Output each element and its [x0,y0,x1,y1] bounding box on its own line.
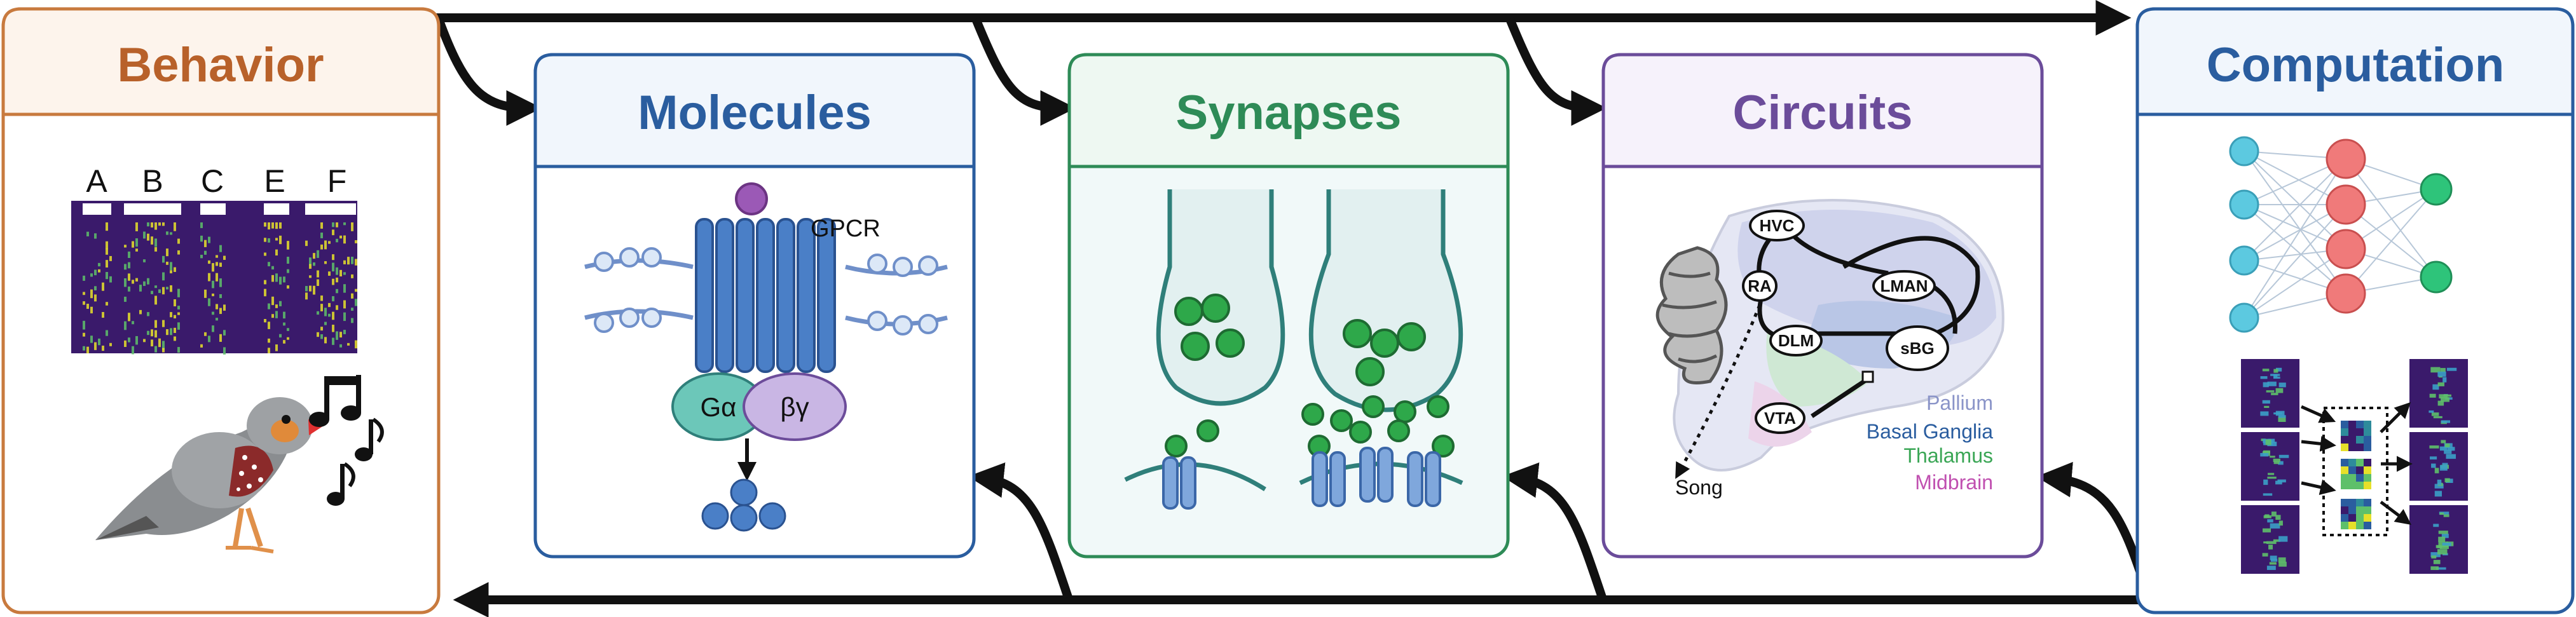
molecules-title: Molecules [638,86,871,140]
circuits-panel: Circuits HVC RA LMAN [1601,53,2044,559]
synapses-panel: Synapses [1067,53,1510,559]
node-dlm [1769,325,1823,356]
synapses-title: Synapses [1176,86,1402,140]
lipid-heads [594,247,938,336]
molecules-panel: Molecules GPCR Gα βγ [533,53,976,559]
neural-network-diagram [2229,136,2453,333]
second-messengers [701,478,786,532]
syllable-labels: A B C E F [86,163,346,199]
node-lman-label: LMAN [1880,276,1928,295]
region-legend: Pallium Basal Ganglia Thalamus Midbrain [1867,391,1993,494]
circuits-title: Circuits [1733,86,1913,140]
node-vta [1755,402,1805,434]
song-label: Song [1675,476,1723,499]
g-betagamma-label: βγ [780,392,809,422]
behavior-panel: Behavior A B C E F [1,7,441,614]
branch-to-synapses [971,17,1076,126]
syllable-label: A [86,163,107,199]
postsynaptic-receptors [1162,447,1441,510]
legend-midbrain: Midbrain [1915,471,1993,494]
spectrogram [71,201,357,355]
flow-arrows [432,0,2153,617]
branch-from-computation [2036,461,2153,599]
node-ra [1742,270,1778,302]
branch-from-synapses [968,462,1072,599]
legend-basal-ganglia: Basal Ganglia [1867,420,1993,443]
song-output-path [1675,304,1762,479]
node-hvc-label: HVC [1760,216,1795,235]
node-ra-label: RA [1748,276,1772,295]
branch-to-molecules [434,17,542,126]
node-hvc [1749,210,1805,241]
node-sbg [1886,325,1949,371]
input-layer [2229,136,2259,333]
neurotransmitters [1165,395,1455,458]
node-dlm-label: DLM [1778,331,1814,350]
ligand [735,182,768,215]
syllable-label: C [201,163,224,199]
syllable-label: B [142,163,163,199]
zebra-finch-illustration [95,397,325,553]
gpcr-receptor [695,218,836,373]
gpcr-label: GPCR [811,215,880,242]
branch-from-circuits [1502,462,1607,599]
music-notes-icon [309,375,384,506]
computation-panel: Computation [2135,7,2575,614]
node-sbg-label: sBG [1900,339,1934,358]
g-betagamma-subunit [743,372,847,441]
vesicles [1174,294,1426,386]
spectrogram-model-diagram [2241,359,2468,574]
computation-title: Computation [2207,38,2505,92]
branch-to-circuits [1505,17,1607,126]
legend-pallium: Pallium [1926,391,1993,414]
node-vta-label: VTA [1764,409,1796,428]
behavior-title: Behavior [117,38,324,92]
presynaptic-terminal-large [1308,189,1463,412]
node-lman [1872,270,1936,302]
legend-thalamus: Thalamus [1904,444,1994,467]
output-layer [2420,173,2453,294]
g-alpha-label: Gα [701,392,737,422]
syllable-label: E [264,163,285,199]
syllable-label: F [327,163,347,199]
cerebellum [1655,246,1728,384]
hidden-layer [2326,139,2366,314]
latent-box [2322,407,2388,536]
circuit-nodes: HVC RA LMAN DLM sBG VTA [1742,210,1949,434]
